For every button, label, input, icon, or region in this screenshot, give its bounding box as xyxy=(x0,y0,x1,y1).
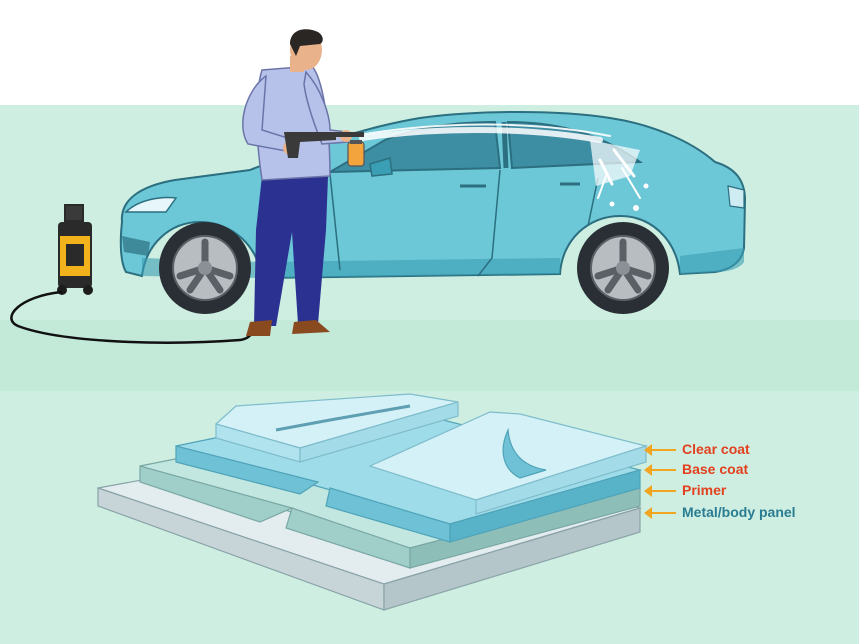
clear-coat-slab xyxy=(214,393,649,515)
base-coat-arrow xyxy=(644,464,676,476)
water-spray xyxy=(359,123,649,211)
metal-body-panel-label: Metal/body panel xyxy=(682,504,796,520)
rear-wheel xyxy=(577,222,669,314)
primer-label: Primer xyxy=(682,482,727,498)
paint-layers-illustration xyxy=(97,393,649,611)
pressure-washer-icon xyxy=(10,149,302,344)
base-coat-label: Base coat xyxy=(682,461,749,477)
clear-coat-arrow xyxy=(644,444,676,456)
metal-body-panel-arrow xyxy=(644,507,676,519)
clear-coat-label: Clear coat xyxy=(682,441,750,457)
primer-arrow xyxy=(644,485,676,497)
person-illustration xyxy=(242,29,365,336)
front-wheel xyxy=(159,222,251,314)
floor-shade xyxy=(0,320,859,391)
